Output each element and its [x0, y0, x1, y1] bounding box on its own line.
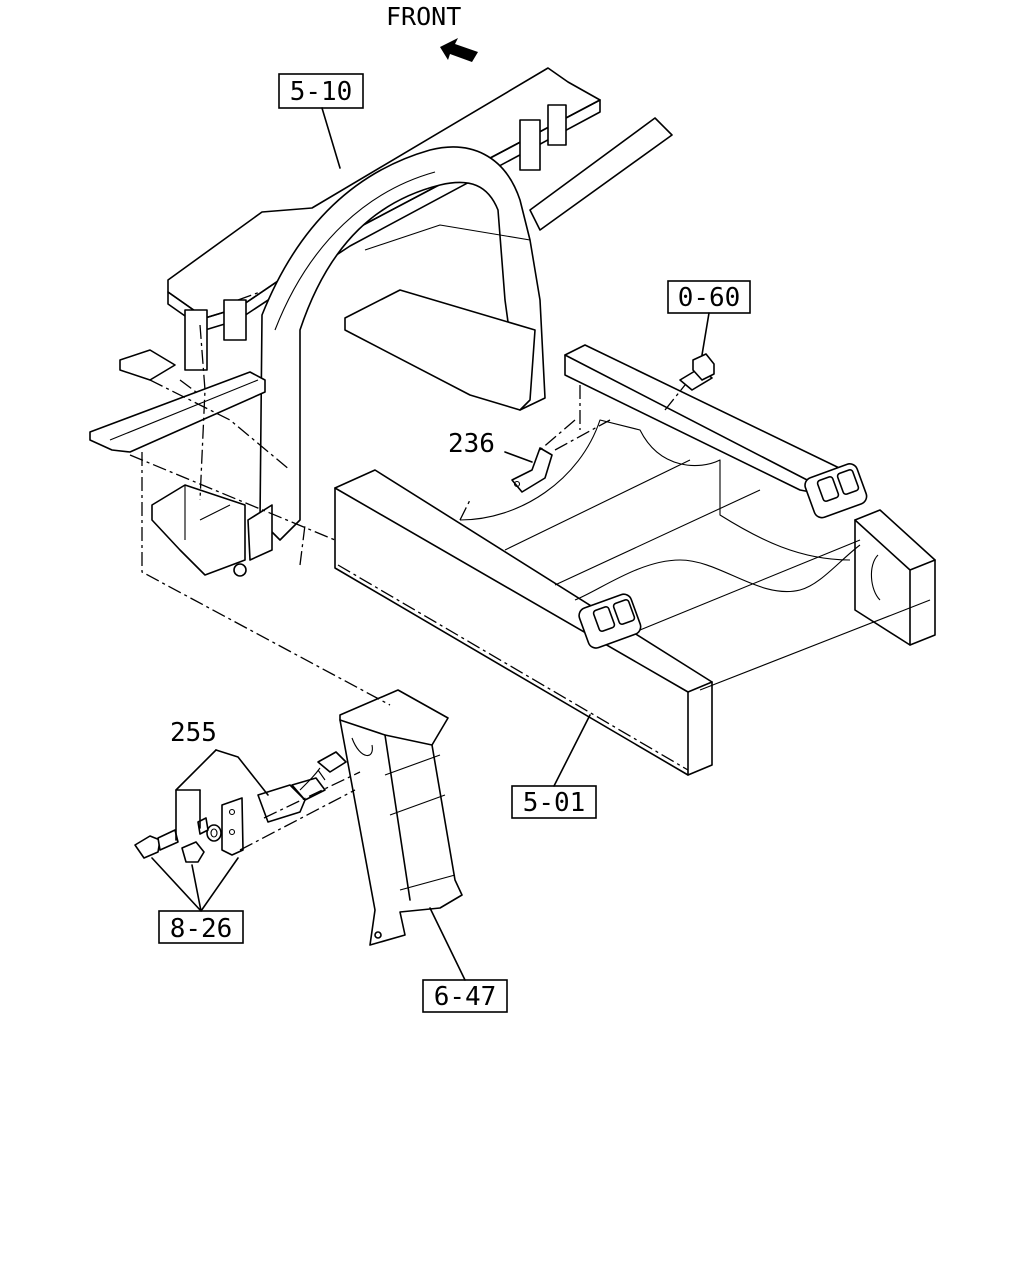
callout-6-47-label: 6-47 [434, 982, 497, 1012]
callout-0-60: 0-60 [667, 280, 751, 356]
bushing-right [804, 463, 868, 519]
part-255-label: 255 [170, 718, 217, 748]
callout-8-26: 8-26 [151, 857, 244, 944]
callout-5-10: 5-10 [278, 73, 364, 169]
callout-236: 236 [448, 429, 533, 463]
callout-255: 255 [170, 718, 269, 841]
front-label: FRONT [386, 2, 461, 31]
upper-crossmember [89, 67, 673, 577]
bolt-0-60 [679, 353, 715, 391]
front-arrow-icon [440, 38, 478, 62]
callout-8-26-label: 8-26 [170, 914, 233, 944]
clip-236 [511, 447, 553, 493]
part-236-label: 236 [448, 429, 495, 459]
callout-5-01-label: 5-01 [523, 788, 586, 818]
rear-frame [334, 344, 936, 776]
bushing-left [578, 593, 642, 649]
alignment-lines [129, 291, 689, 851]
callout-5-10-label: 5-10 [290, 77, 353, 107]
switch-assembly [134, 751, 347, 863]
bracket-assembly [339, 689, 463, 946]
callout-5-01: 5-01 [511, 714, 597, 819]
callout-6-47: 6-47 [422, 907, 508, 1013]
callout-0-60-label: 0-60 [678, 283, 741, 313]
